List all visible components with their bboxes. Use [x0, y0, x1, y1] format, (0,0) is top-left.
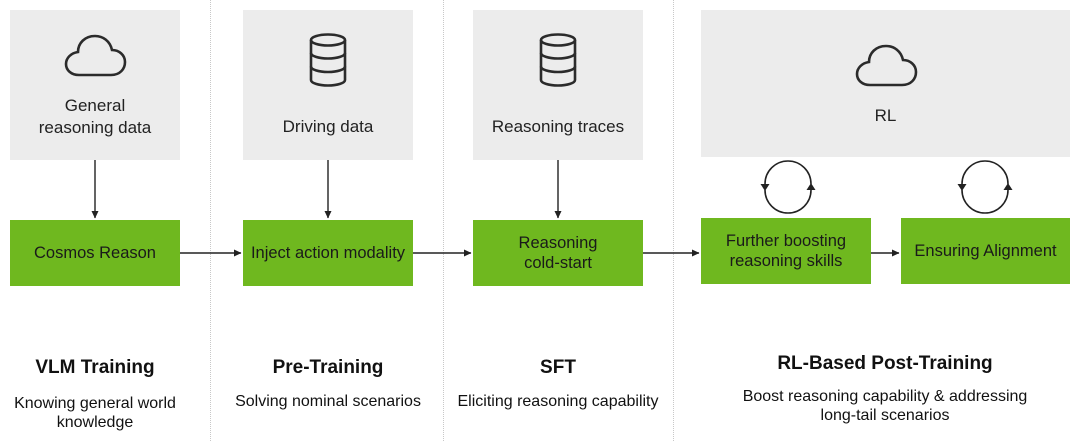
stage-title: VLM Training	[35, 357, 155, 378]
stage-title: Pre-Training	[272, 357, 384, 378]
process-box-ensuring-alignment: Ensuring Alignment	[901, 218, 1070, 284]
source-label: RL	[874, 105, 897, 125]
stage-description: Solving nominal scenarios	[235, 393, 421, 410]
database-icon	[539, 33, 577, 87]
source-label: Reasoning traces	[491, 117, 625, 136]
source-label: Driving data	[282, 117, 374, 136]
process-box-further-boosting: Further boosting reasoning skills	[701, 218, 871, 284]
source-box-driving-data: Driving data	[243, 10, 413, 160]
database-icon	[309, 33, 347, 87]
source-label: General reasoning data	[38, 96, 152, 137]
stage-description: Knowing general world knowledge	[14, 395, 176, 431]
source-box-rl: RL	[701, 10, 1070, 157]
refresh-cycle-icon	[760, 160, 816, 214]
refresh-cycle-icon	[957, 160, 1013, 214]
stage-title: SFT	[540, 357, 576, 378]
process-box-inject-action-modality: Inject action modality	[243, 220, 413, 286]
cloud-icon	[855, 44, 917, 86]
stage-description: Eliciting reasoning capability	[457, 393, 659, 410]
cloud-icon	[64, 34, 127, 77]
stage-description: Boost reasoning capability & addressing …	[742, 388, 1028, 424]
process-box-cosmos-reason: Cosmos Reason	[10, 220, 180, 286]
source-box-reasoning-traces: Reasoning traces	[473, 10, 643, 160]
stage-divider	[673, 0, 674, 441]
process-box-reasoning-cold-start: Reasoning cold-start	[473, 220, 643, 286]
source-box-general-reasoning-data: General reasoning data	[10, 10, 180, 160]
stage-divider	[210, 0, 211, 441]
stage-title: RL-Based Post-Training	[777, 353, 993, 374]
stage-divider	[443, 0, 444, 441]
